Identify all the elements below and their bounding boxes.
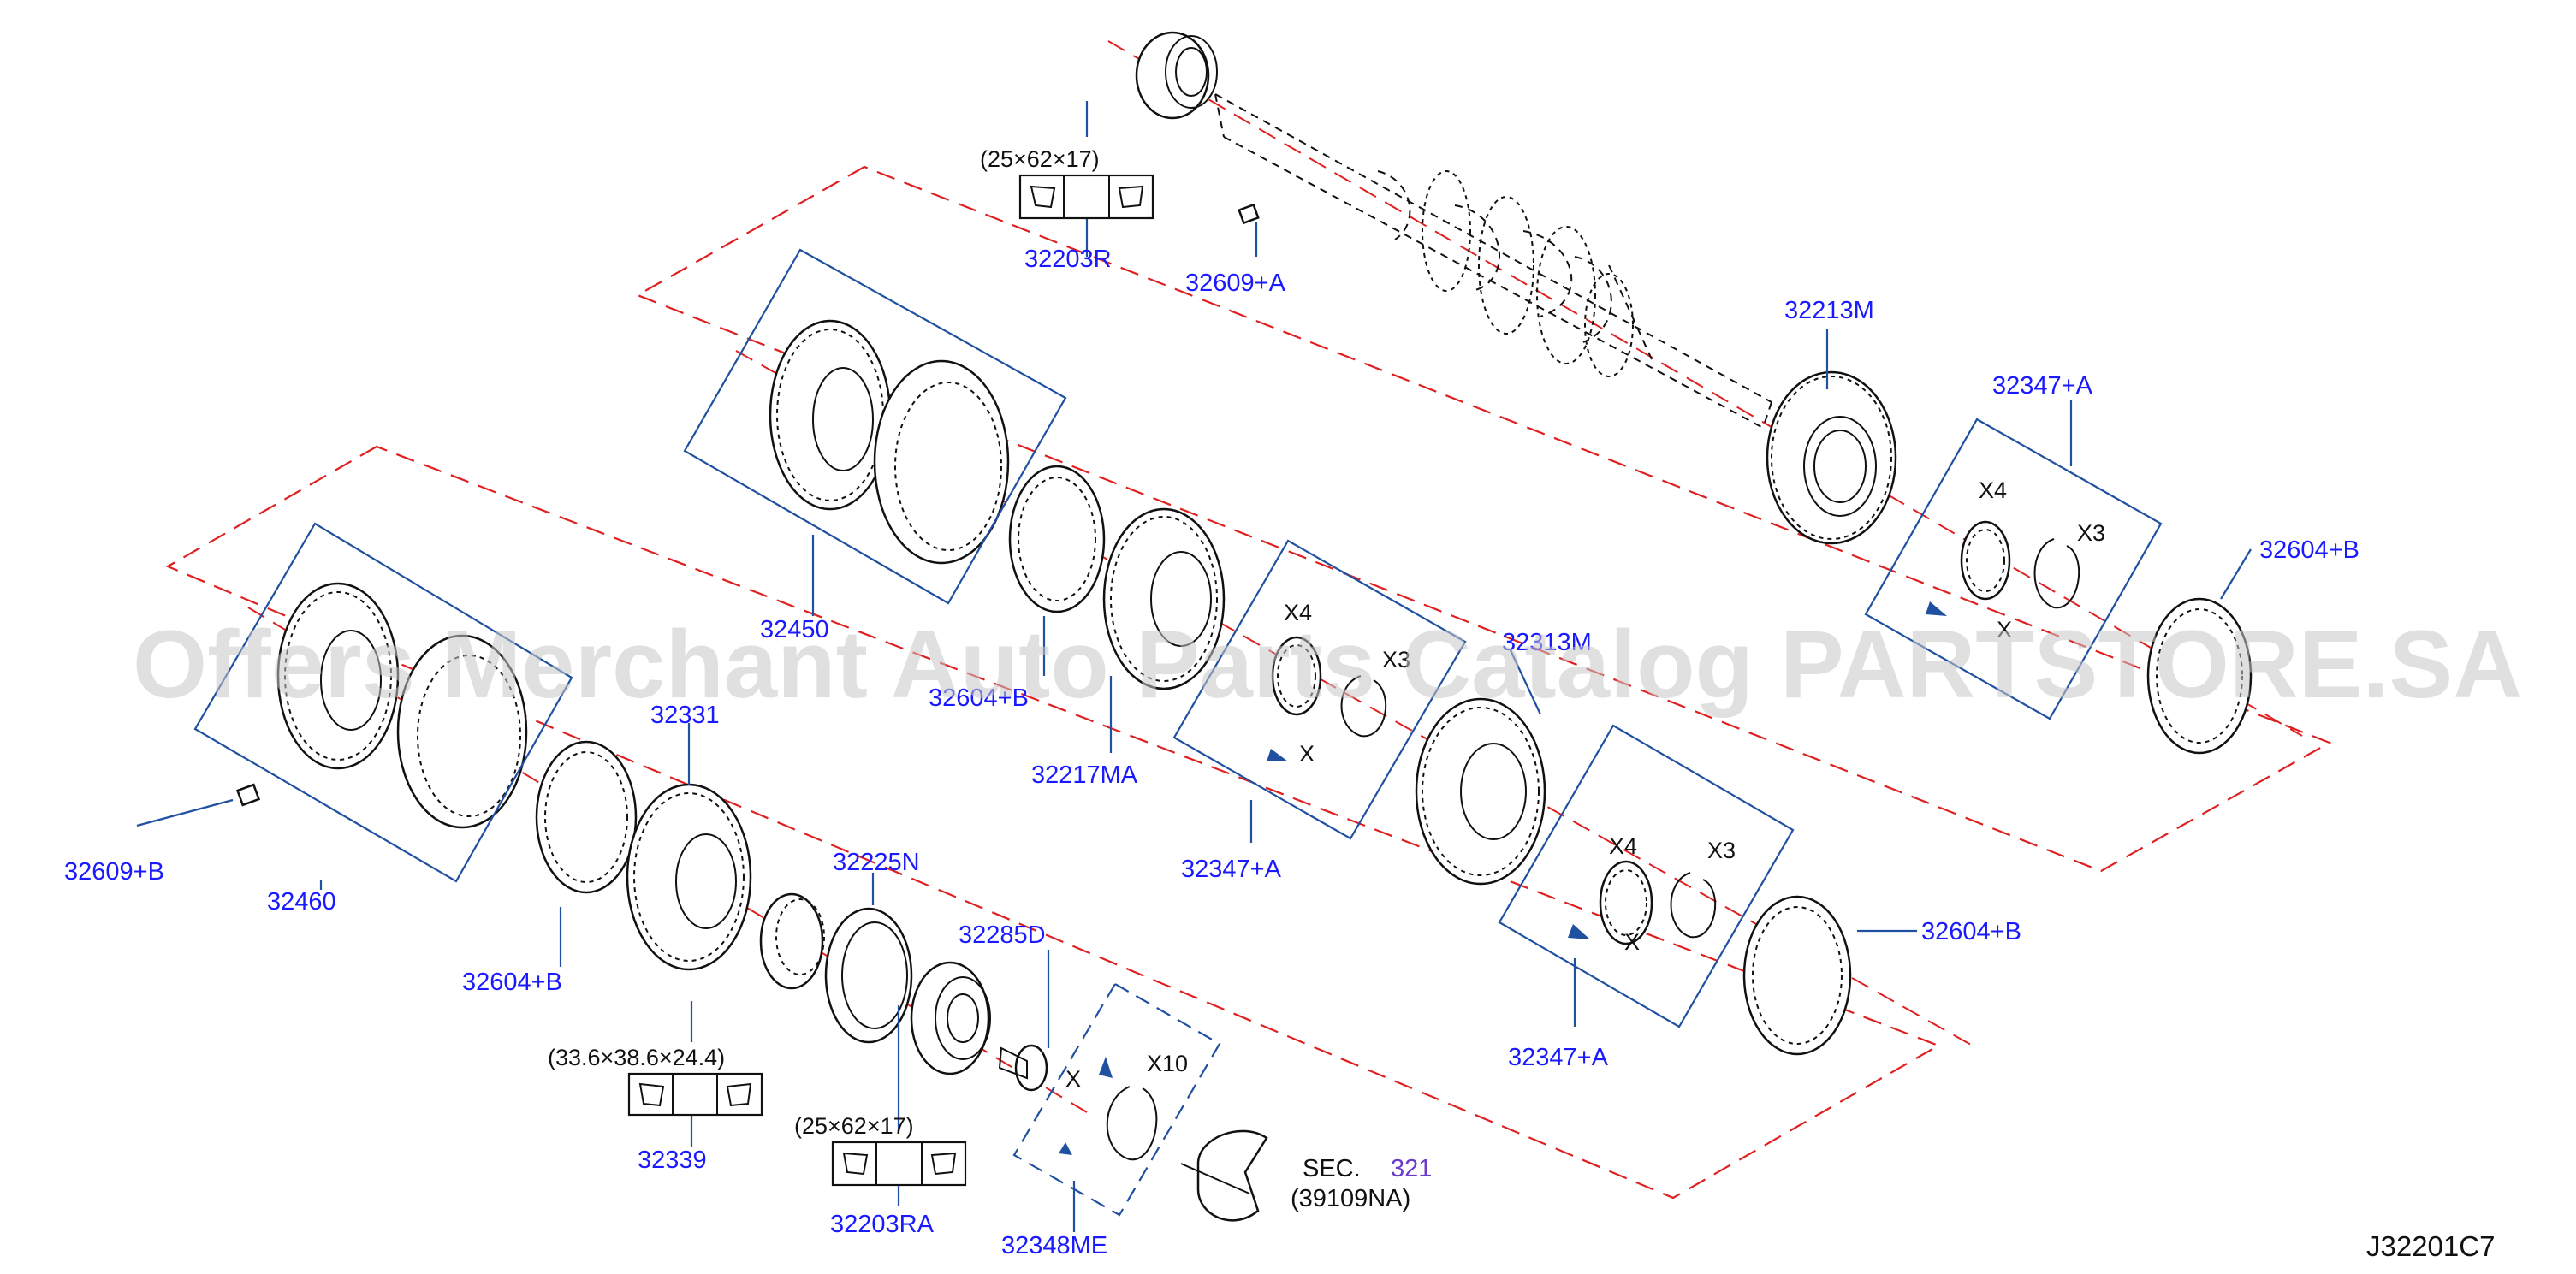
frame-32347A-low: [1498, 724, 1795, 1028]
frame-32347A-mid: [1172, 539, 1467, 840]
label-32347A-low[interactable]: 32347+A: [1508, 1044, 1609, 1071]
label-32604B-low[interactable]: 32604+B: [1921, 918, 2021, 945]
label-32347A-top[interactable]: 32347+A: [1992, 372, 2093, 400]
baulk-ring-low: [1742, 895, 1852, 1056]
bearing-32203RA: [910, 961, 991, 1075]
mainshaft-drawing: [1214, 93, 1772, 429]
mark-x-top: X: [1997, 617, 2012, 643]
label-32347A-mid[interactable]: 32347+A: [1181, 856, 1282, 883]
label-32213M[interactable]: 32213M: [1784, 297, 1874, 324]
synchro-hub-32460: [276, 582, 528, 829]
label-32313M[interactable]: 32313M: [1502, 629, 1592, 656]
frame-32450: [683, 248, 1067, 605]
group-frames: [193, 248, 2163, 1217]
leader-lines: [136, 101, 2252, 1232]
group-outline-lower: [165, 445, 1941, 1200]
bearing-32203R: [1135, 31, 1218, 120]
gear-32313M: [1415, 697, 1546, 886]
diagram-code: J32201C7: [2366, 1230, 2495, 1262]
label-32285D[interactable]: 32285D: [959, 921, 1046, 949]
baulk-ring-left: [535, 740, 638, 894]
mark-x3-mid: X3: [1382, 647, 1410, 673]
label-32348ME[interactable]: 32348ME: [1001, 1232, 1107, 1259]
label-32604B-left[interactable]: 32604+B: [462, 969, 562, 996]
mark-x-mid: X: [1299, 741, 1315, 767]
rings-32347A-low: [1599, 860, 1717, 945]
label-32450[interactable]: 32450: [760, 616, 829, 643]
mark-x4-mid: X4: [1284, 600, 1312, 625]
section-part-number: (39109NA): [1291, 1185, 1410, 1212]
washer-32225N: [824, 907, 913, 1044]
insert-key-32609B: [235, 783, 261, 807]
section-reference[interactable]: SEC. 321 (39109NA): [1291, 1155, 1432, 1212]
label-32609A[interactable]: 32609+A: [1185, 270, 1286, 297]
arrow-markers: [1059, 601, 1947, 1155]
label-32604B-mid[interactable]: 32604+B: [929, 684, 1029, 712]
baulk-ring-right: [2146, 597, 2253, 755]
group-outline-upper: [635, 165, 2332, 873]
gear-32331: [626, 783, 752, 971]
frame-32460: [193, 522, 573, 883]
label-32460[interactable]: 32460: [267, 888, 336, 916]
mark-x-low: X: [1624, 929, 1640, 955]
label-32609B[interactable]: 32609+B: [64, 858, 164, 886]
mark-x10: X10: [1147, 1051, 1188, 1076]
label-32203RA[interactable]: 32203RA: [830, 1211, 935, 1238]
label-32203R[interactable]: 32203R: [1024, 246, 1112, 273]
frame-32347A-top: [1864, 418, 2163, 720]
quantity-marks: X4 X3 X X4 X3 X X4 X3 X X X10: [1065, 477, 2105, 1092]
dims-32203R: (25×62×17): [980, 146, 1100, 172]
rings-32347A-top: [1960, 520, 2080, 609]
mark-x4-low: X4: [1609, 833, 1637, 859]
dims-32203RA: (25×62×17): [794, 1113, 914, 1139]
bearing-box-32203RA: [831, 1141, 967, 1187]
synchro-hub-32450: [769, 319, 1010, 565]
bearing-box-32203R: [1018, 174, 1154, 220]
plug-32285D: [998, 1044, 1048, 1092]
label-32225N[interactable]: 32225N: [833, 849, 920, 876]
drive-gear-39109NA: [1180, 1129, 1268, 1222]
mark-x4-top: X4: [1979, 477, 2007, 503]
group-outlines: [165, 165, 2332, 1200]
label-32604B-right[interactable]: 32604+B: [2259, 536, 2359, 564]
label-32217MA[interactable]: 32217MA: [1031, 761, 1138, 789]
gear-32217MA: [1102, 507, 1226, 690]
insert-key-32609A: [1238, 203, 1260, 225]
label-32339[interactable]: 32339: [638, 1147, 707, 1174]
part-labels: (25×62×17) 32203R 32609+A 32213M 32347+A…: [64, 146, 2359, 1259]
mark-x3-low: X3: [1707, 838, 1736, 863]
mark-x3-top: X3: [2077, 520, 2105, 546]
label-32331[interactable]: 32331: [650, 702, 720, 729]
needle-bearing-32339: [759, 892, 825, 990]
snap-ring-32348ME: [1106, 1086, 1158, 1161]
rings-32347A-mid: [1271, 636, 1387, 738]
gear-32213M: [1766, 370, 1897, 545]
bearing-box-32339: [627, 1072, 763, 1117]
section-sec-label: SEC.: [1303, 1155, 1361, 1182]
frame-32348ME: [1012, 982, 1221, 1217]
section-number-link[interactable]: 321: [1391, 1155, 1432, 1182]
mark-x-snapring: X: [1065, 1066, 1081, 1092]
watermark-text: Offers Merchant Auto Parts Catalog PARTS…: [133, 611, 2522, 718]
dims-32339: (33.6×38.6×24.4): [548, 1045, 725, 1070]
baulk-ring-mid: [1008, 465, 1106, 613]
